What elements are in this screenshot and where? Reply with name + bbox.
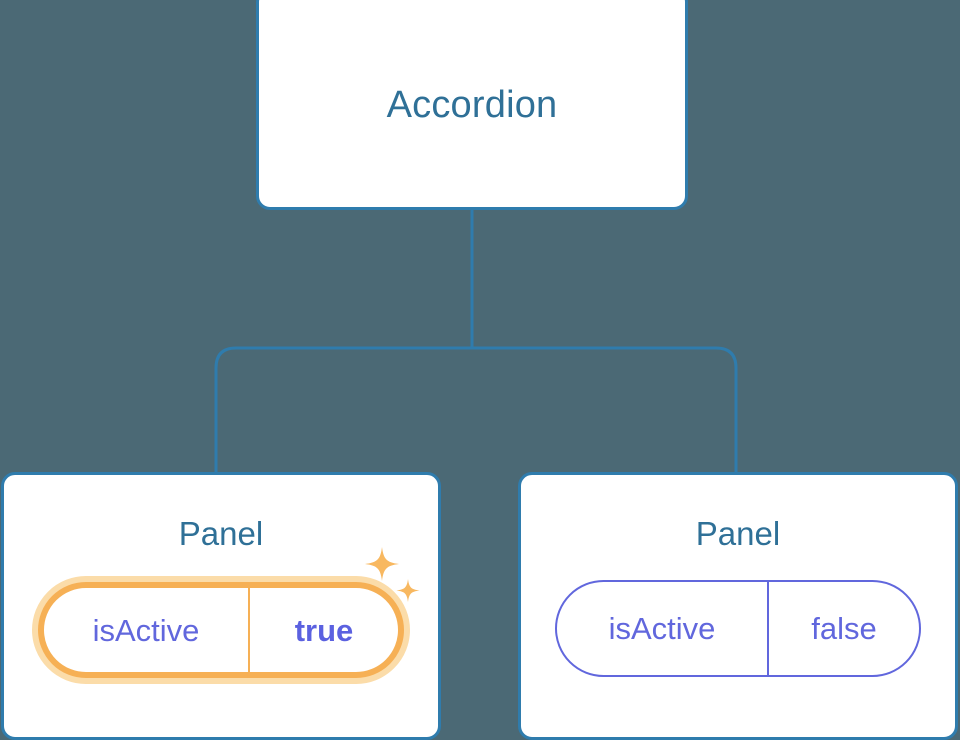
prop-pill-highlight-glow <box>32 576 410 684</box>
prop-key-label: isActive <box>557 582 769 675</box>
prop-pill-is-active-false[interactable]: isActive false <box>555 580 921 677</box>
prop-pill-is-active-true[interactable]: isActive true <box>32 576 410 684</box>
node-panel-inactive[interactable]: Panel isActive false <box>518 472 958 740</box>
node-accordion-title: Accordion <box>386 84 558 126</box>
prop-key-label: isActive <box>44 588 250 672</box>
node-panel-active[interactable]: Panel isActive true <box>1 472 441 740</box>
sparkle-icon <box>365 547 420 602</box>
node-accordion[interactable]: Accordion <box>256 0 688 210</box>
prop-value-label: false <box>811 611 877 646</box>
node-panel-inactive-title: Panel <box>695 515 781 552</box>
prop-pill-highlight-body: isActive true <box>38 582 404 678</box>
node-panel-active-title: Panel <box>178 515 264 552</box>
prop-value-label: true <box>294 612 354 648</box>
